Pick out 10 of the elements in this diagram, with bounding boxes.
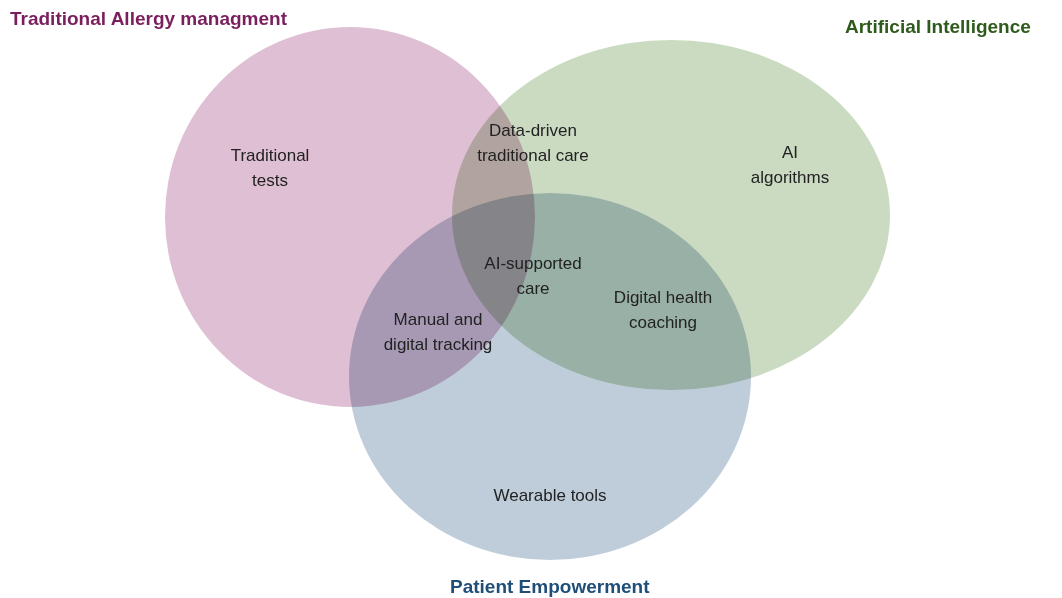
set-heading: Patient Empowerment: [450, 576, 650, 598]
overlap-label: Digital health coaching: [612, 287, 714, 334]
set-heading: Artificial Intelligence: [845, 16, 1031, 38]
set-label: Wearable tools: [492, 485, 608, 507]
overlap-label: Manual and digital tracking: [383, 309, 493, 356]
overlap-label: AI-supported care: [483, 253, 583, 300]
set-label: AI algorithms: [749, 142, 831, 189]
overlap-label: Data-driven traditional care: [476, 120, 590, 167]
set-heading: Traditional Allergy managment: [10, 8, 287, 30]
set-label: Traditional tests: [229, 145, 311, 192]
